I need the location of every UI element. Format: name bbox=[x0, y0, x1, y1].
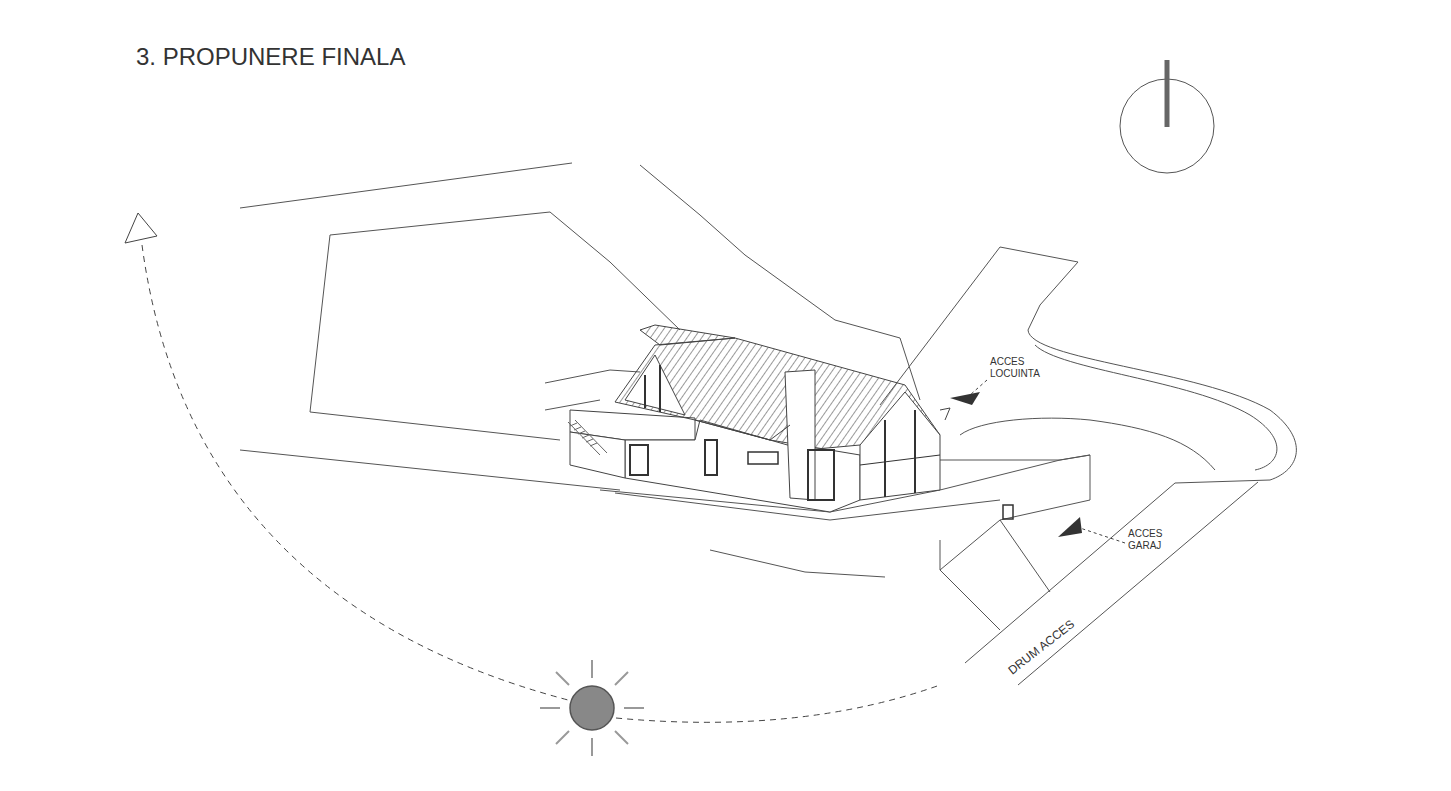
road-label: DRUM ACCES bbox=[1006, 618, 1078, 678]
access-label: ACCES LOCUINTA bbox=[990, 356, 1046, 379]
title: 3. PROPUNERE FINALA bbox=[136, 43, 405, 71]
access-label: ACCES GARAJ bbox=[1128, 528, 1172, 551]
